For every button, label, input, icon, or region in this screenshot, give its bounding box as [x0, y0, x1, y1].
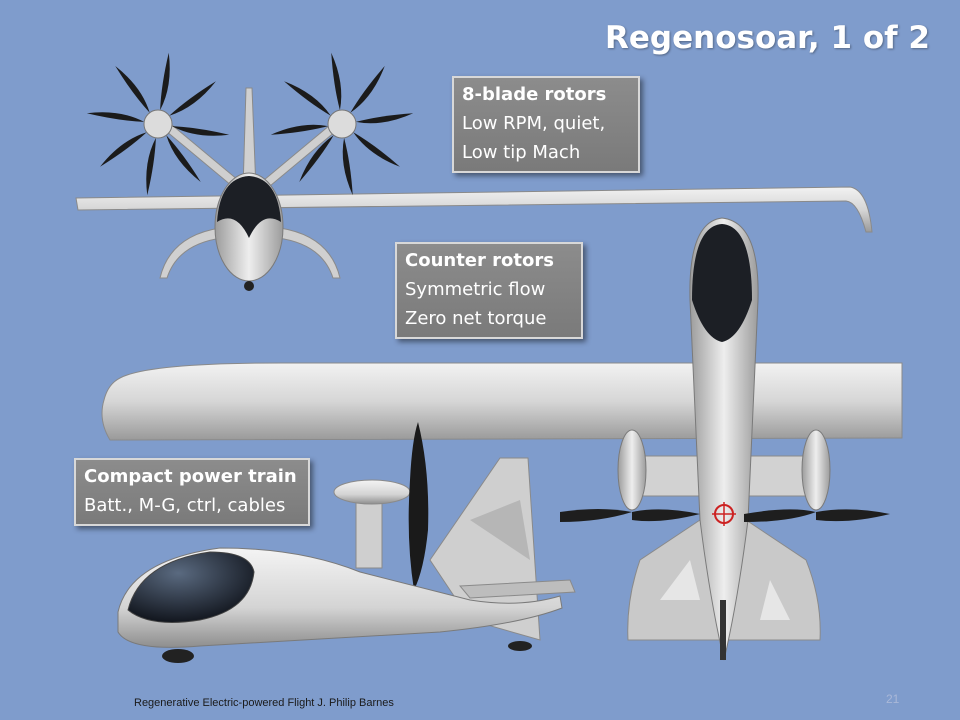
rotor-hub: [327, 109, 357, 139]
rotor-blade: [270, 124, 329, 135]
slide-footer: Regenerative Electric-powered Flight J. …: [134, 697, 394, 709]
rotor-blade: [331, 52, 342, 111]
rotor-blade: [100, 132, 147, 167]
rotor-blade: [171, 126, 230, 136]
callout-heading: 8-blade rotors: [462, 84, 607, 105]
rotor-blade: [146, 137, 156, 196]
front-view-aircraft: [75, 52, 873, 291]
callout-line: Low tip Mach: [462, 142, 581, 163]
callout-line: Symmetric flow: [405, 279, 546, 300]
rotor-blade: [86, 112, 145, 122]
rotor-blade: [353, 132, 400, 167]
rotor-blade: [166, 135, 201, 182]
callout-line: Zero net torque: [405, 308, 547, 329]
rotor-blade: [284, 81, 331, 116]
callout-heading: Compact power train: [84, 466, 297, 487]
callout-line: Batt., M-G, ctrl, cables: [84, 495, 286, 516]
rotor-hub: [143, 109, 173, 139]
slide-title: Regenosoar, 1 of 2: [605, 20, 930, 56]
rotor-right: [270, 52, 414, 196]
rotor-blade: [355, 113, 414, 124]
rotor-blade: [160, 52, 170, 111]
rotor-blade: [350, 66, 385, 113]
page-number: 21: [886, 692, 900, 706]
rotor-blade: [342, 137, 353, 196]
callout-counter-rotors: Counter rotors Symmetric flow Zero net t…: [395, 242, 583, 339]
rotor-left: [86, 52, 230, 196]
callout-heading: Counter rotors: [405, 250, 554, 271]
side-view-aircraft: [117, 422, 576, 663]
top-view-aircraft: [101, 217, 903, 661]
callout-power-train: Compact power train Batt., M-G, ctrl, ca…: [74, 458, 310, 526]
callout-line: Low RPM, quiet,: [462, 113, 606, 134]
rotor-blade: [169, 81, 216, 116]
rotor-blade: [299, 135, 334, 182]
callout-rotors: 8-blade rotors Low RPM, quiet, Low tip M…: [452, 76, 640, 173]
rotor-blade: [115, 66, 150, 113]
